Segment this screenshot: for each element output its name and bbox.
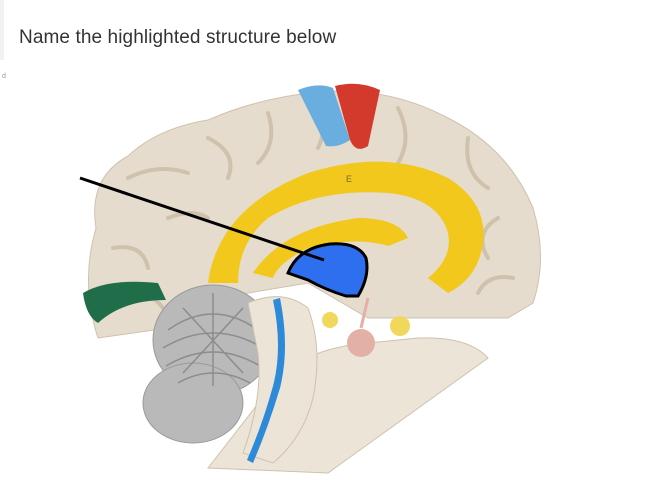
edge-mark: d xyxy=(2,73,6,80)
brain-model-svg: E xyxy=(79,83,541,474)
corpus-callosum xyxy=(208,161,484,293)
mammillary-body xyxy=(322,312,338,328)
question-text: Name the highlighted structure below xyxy=(19,27,337,48)
left-rule xyxy=(0,0,4,60)
pituitary-stalk xyxy=(359,297,370,329)
pointer-line xyxy=(79,176,325,262)
sensory-strip xyxy=(298,85,350,147)
pituitary-gland xyxy=(347,329,375,357)
brain-model-image: E xyxy=(68,68,548,486)
highlighted-thalamus xyxy=(286,242,369,298)
ventricle-channel xyxy=(247,298,285,463)
fornix xyxy=(253,218,408,278)
optic-chiasm xyxy=(390,316,410,336)
label-e: E xyxy=(346,174,352,184)
cerebellum xyxy=(142,284,274,444)
motor-strip xyxy=(335,83,380,149)
cortex-outer xyxy=(87,90,541,339)
visual-cortex xyxy=(83,281,166,323)
